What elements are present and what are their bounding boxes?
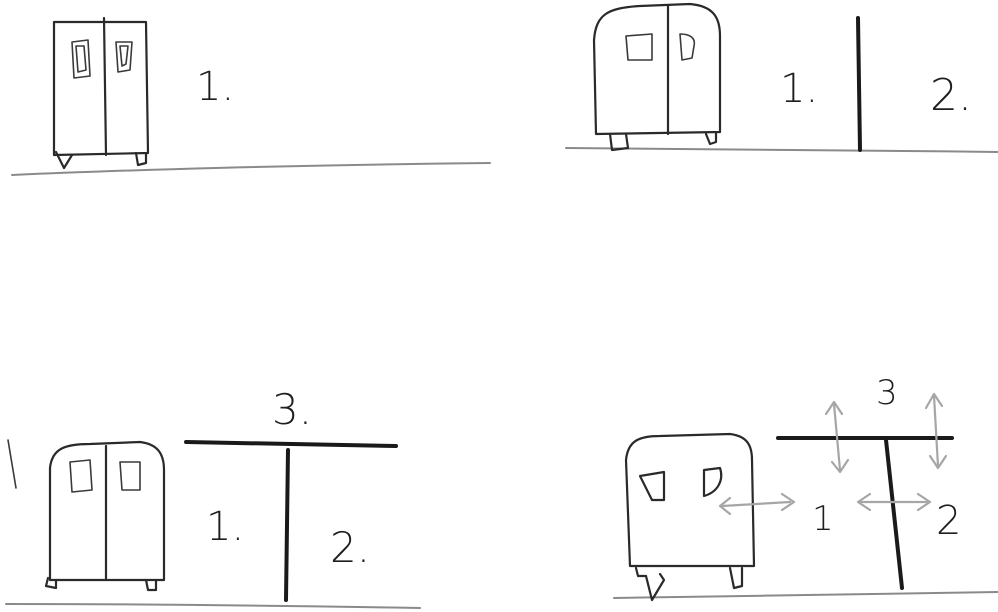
double-headed-arrow-icon (720, 494, 794, 514)
section-label-1: 1 (812, 499, 834, 539)
ceiling-beam (186, 442, 396, 446)
section-label-3: 3 (876, 373, 898, 413)
section-label-2: 2. (330, 523, 370, 572)
section-label-3: 3. (272, 385, 312, 434)
divider-wall (886, 440, 902, 588)
section-label-1: 1. (206, 504, 244, 550)
cabinet-icon (54, 18, 148, 168)
panel-1: 1. (12, 18, 490, 175)
panel-2: 1. 2. (566, 4, 998, 152)
floor-line (614, 592, 998, 598)
divider-wall (286, 450, 288, 600)
section-label-2: 2. (930, 70, 972, 121)
cabinet-icon (594, 4, 720, 150)
divider-wall (858, 18, 860, 150)
cabinet-icon (46, 442, 164, 590)
section-label-2: 2 (936, 498, 961, 544)
panel-3: 3. 1. 2. (6, 385, 420, 608)
stray-mark (8, 440, 16, 488)
section-label-1: 1. (196, 64, 234, 110)
floor-line (12, 163, 490, 175)
floor-line (6, 604, 420, 608)
floor-line (566, 148, 998, 152)
cabinet-icon (626, 434, 754, 600)
panel-4: 3 1 2 (614, 373, 998, 600)
double-headed-arrow-icon (926, 394, 946, 468)
section-label-1: 1. (780, 66, 818, 112)
